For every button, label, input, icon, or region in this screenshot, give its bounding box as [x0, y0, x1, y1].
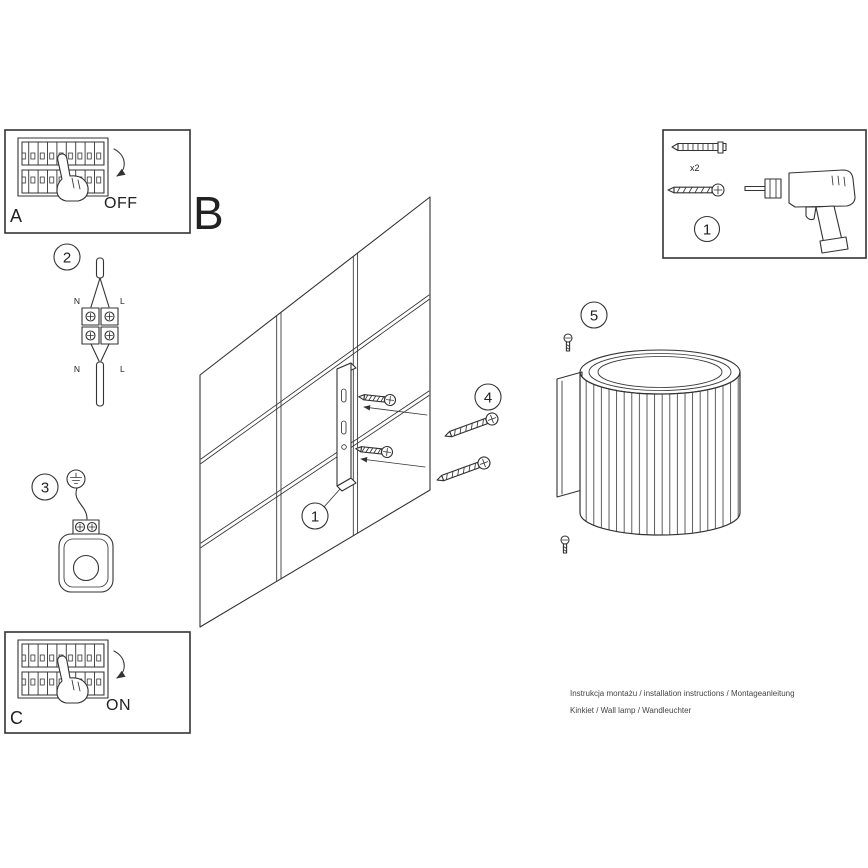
lamp-fluted-body	[579, 371, 741, 536]
power-off-label: OFF	[104, 195, 138, 212]
step-1-badge-tools: 1	[693, 215, 721, 243]
footer-line-1: Instrukcja montażu / installation instru…	[570, 689, 795, 698]
terminal-n-bottom-label: N	[74, 364, 80, 374]
step-1-badge-wall: 1	[301, 502, 329, 530]
step-5-lamp: 5	[556, 301, 741, 554]
wall-surface	[199, 196, 431, 628]
step-4-screws: 4	[434, 383, 502, 487]
svg-text:4: 4	[484, 390, 492, 407]
wire-merge	[90, 343, 110, 362]
cup-terminal-block	[72, 519, 100, 535]
lamp-wall-plate	[556, 371, 583, 498]
bracket-slot-bottom	[341, 420, 347, 435]
wire-split	[90, 277, 110, 308]
terminal-block	[81, 307, 119, 345]
wall-screw-1	[442, 410, 501, 443]
wall-seams-vertical	[276, 252, 359, 582]
drill-icon	[744, 169, 856, 254]
wall-cup	[58, 533, 114, 593]
step-2-badge: 2	[53, 243, 81, 271]
mounting-bracket-assembly: 1	[301, 362, 428, 530]
panel-a-frame	[4, 129, 191, 234]
panel-c-frame	[4, 631, 191, 734]
svg-text:2: 2	[63, 250, 71, 267]
lamp-top-rim	[579, 349, 741, 395]
panel-a-label: A	[10, 206, 22, 226]
step-2-wiring-diagram: 2 N L N L	[53, 243, 125, 407]
panel-c: ON C	[4, 631, 191, 734]
ground-wire	[75, 487, 88, 520]
mounting-bracket	[336, 362, 357, 492]
tools-screw-icon	[667, 183, 725, 197]
ground-symbol-icon	[66, 469, 86, 489]
breaker-panel-off	[18, 138, 124, 201]
step-3-badge: 3	[31, 473, 59, 501]
cable-top	[95, 257, 105, 279]
panel-c-label: C	[10, 708, 23, 728]
panel-a: OFF A	[4, 129, 191, 234]
terminal-l-bottom-label: L	[120, 364, 125, 374]
lamp-top-inner-rim	[588, 353, 732, 391]
lamp-screw-bottom	[560, 535, 570, 554]
lamp-top-face	[597, 356, 723, 388]
footer: Instrukcja montażu / installation instru…	[570, 689, 795, 715]
insert-arrow-bottom	[360, 457, 426, 468]
bracket-slot-top	[341, 388, 347, 403]
bracket-hole	[341, 444, 347, 450]
svg-text:1: 1	[703, 222, 711, 239]
svg-text:5: 5	[590, 308, 598, 325]
plug-count-label: x2	[690, 163, 700, 173]
insert-arrow-top	[363, 405, 428, 416]
breaker-panel-on	[18, 640, 124, 703]
tools-box: x2 1	[662, 129, 867, 259]
lamp-screw-top	[563, 333, 573, 352]
svg-text:1: 1	[311, 509, 319, 526]
terminal-n-top-label: N	[74, 296, 80, 306]
terminal-l-top-label: L	[120, 296, 125, 306]
cable-bottom	[95, 361, 105, 407]
section-b-label: B	[193, 187, 224, 239]
tools-box-frame	[662, 129, 867, 259]
step-4-badge: 4	[474, 383, 502, 411]
wall-drawing	[199, 196, 431, 628]
badge-leader-line	[323, 488, 341, 508]
step-5-badge: 5	[580, 301, 608, 329]
svg-text:3: 3	[41, 480, 49, 497]
wall-seams-horizontal	[200, 294, 430, 548]
lamp-shade	[579, 349, 741, 536]
footer-line-2: Kinkiet / Wall lamp / Wandleuchter	[570, 706, 692, 715]
wall-plug-icon	[671, 141, 727, 154]
wall-screw-2	[434, 454, 493, 487]
step-3-ground-diagram: 3	[31, 469, 114, 593]
power-on-label: ON	[106, 697, 131, 714]
